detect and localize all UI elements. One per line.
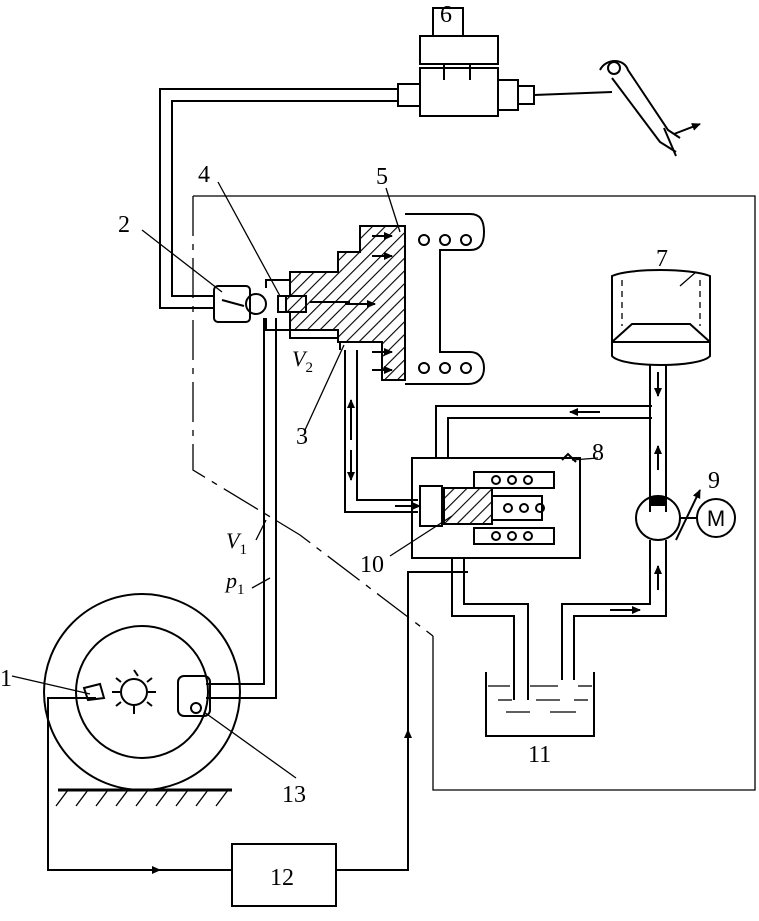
reservoir [485, 672, 595, 737]
wheel [43, 593, 241, 807]
wheel-brake-line [206, 318, 277, 699]
component-labels: 6 2 4 5 7 3 8 9 10 11 1 13 12 [0, 2, 720, 891]
symbol-labels: V2 V1 p1 M [224, 346, 725, 598]
motor-label: M [707, 506, 725, 531]
symbol-p1: p1 [224, 568, 245, 598]
symbol-v2: V2 [292, 346, 313, 376]
label-11: 11 [528, 742, 551, 768]
check-valve [213, 285, 267, 323]
drain-line [451, 558, 529, 700]
label-1: 1 [0, 666, 12, 692]
label-5: 5 [376, 164, 388, 190]
label-4: 4 [198, 162, 210, 188]
pump-motor [561, 489, 736, 680]
label-10: 10 [360, 552, 384, 578]
label-12: 12 [270, 865, 294, 891]
symbol-v1: V1 [226, 528, 247, 558]
label-3: 3 [296, 424, 308, 450]
signal-line [47, 571, 468, 874]
caliper-bracket [405, 213, 486, 385]
label-13: 13 [282, 782, 306, 808]
line-to-solenoid [344, 350, 421, 513]
brake-pedal [599, 60, 701, 157]
solenoid-valve [411, 452, 581, 559]
label-6: 6 [440, 2, 452, 28]
label-7: 7 [656, 246, 668, 272]
label-9: 9 [708, 468, 720, 494]
ecu-box [231, 843, 337, 907]
modulator-cylinder [265, 225, 406, 381]
label-2: 2 [118, 212, 130, 238]
brake-line-master [159, 88, 398, 309]
label-8: 8 [592, 440, 604, 466]
master-cylinder [397, 7, 613, 117]
return-line [435, 405, 652, 458]
control-frame [192, 195, 756, 791]
accumulator [611, 269, 711, 512]
leader-lines [11, 181, 697, 779]
